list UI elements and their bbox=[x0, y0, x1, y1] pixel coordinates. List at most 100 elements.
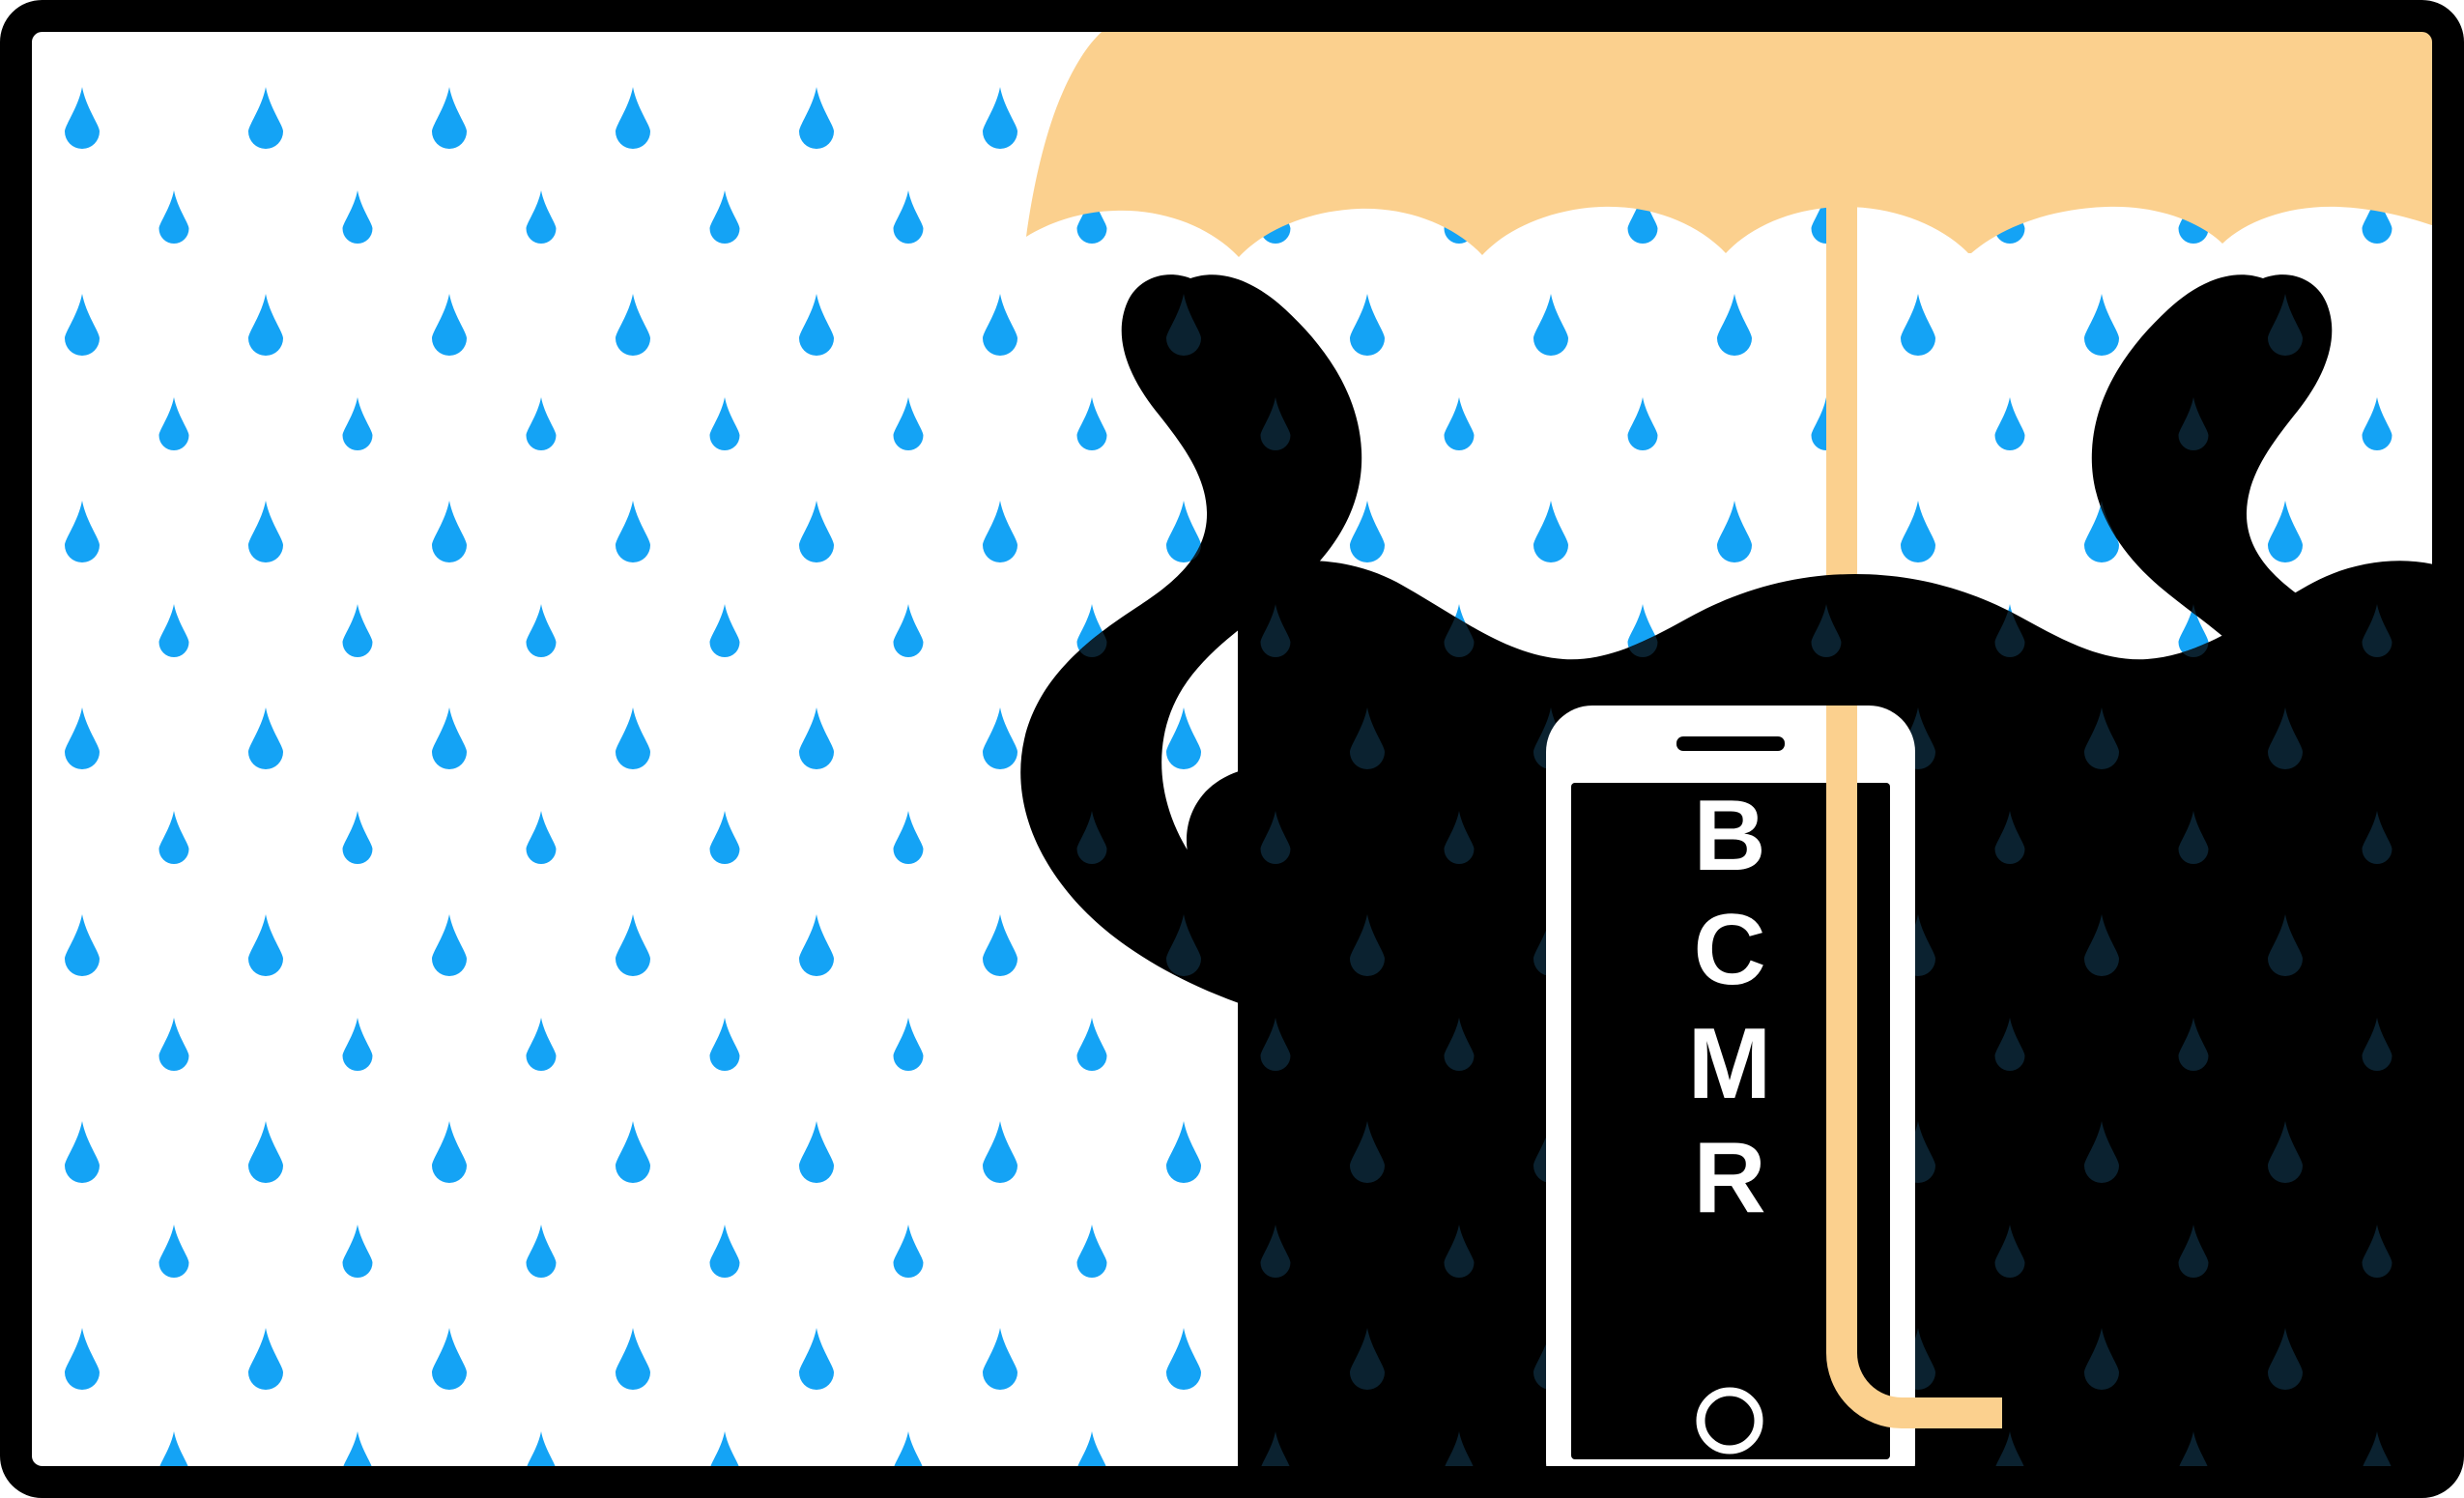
brand-letter: R bbox=[1693, 1122, 1765, 1234]
raindrop bbox=[526, 190, 557, 245]
raindrop bbox=[893, 190, 924, 245]
raindrop bbox=[248, 501, 283, 562]
phone-speaker-slot bbox=[1676, 736, 1785, 751]
raindrop bbox=[893, 1224, 924, 1279]
raindrop bbox=[893, 1431, 924, 1466]
raindrop bbox=[983, 914, 1017, 976]
phone-home-button[interactable] bbox=[1696, 1387, 1763, 1455]
raindrop bbox=[799, 501, 834, 562]
raindrop bbox=[432, 294, 467, 356]
raindrop-over-buffalo bbox=[1166, 914, 1201, 976]
raindrop bbox=[1166, 1121, 1201, 1183]
raindrop-over-buffalo bbox=[1350, 1121, 1385, 1183]
raindrop bbox=[983, 87, 1017, 149]
raindrop-over-buffalo bbox=[2362, 811, 2392, 865]
raindrop-over-buffalo bbox=[1260, 604, 1291, 657]
raindrop bbox=[432, 87, 467, 149]
raindrop bbox=[983, 707, 1017, 769]
raindrop-over-buffalo bbox=[1350, 914, 1385, 976]
raindrop bbox=[709, 1018, 740, 1072]
raindrop-over-buffalo bbox=[2362, 604, 2392, 658]
raindrop-over-buffalo bbox=[2362, 1224, 2392, 1279]
raindrop-over-buffalo bbox=[1350, 707, 1385, 769]
raindrop bbox=[65, 501, 100, 562]
raindrop bbox=[342, 604, 373, 658]
raindrop bbox=[342, 1431, 373, 1466]
raindrop bbox=[526, 397, 557, 451]
raindrop-over-buffalo bbox=[2084, 914, 2119, 976]
raindrop-over-buffalo bbox=[2268, 914, 2303, 976]
raindrop bbox=[432, 501, 467, 562]
raindrop bbox=[1444, 397, 1475, 451]
buffalo-ear-right bbox=[1999, 763, 2268, 1012]
raindrop-over-buffalo bbox=[1260, 1431, 1291, 1466]
raindrop bbox=[709, 397, 740, 451]
raindrop bbox=[799, 294, 834, 356]
raindrop-over-buffalo bbox=[1260, 1224, 1291, 1278]
raindrop-over-buffalo bbox=[1260, 1018, 1291, 1071]
raindrop bbox=[158, 397, 189, 451]
raindrop bbox=[893, 397, 924, 451]
raindrop bbox=[799, 914, 834, 976]
raindrop bbox=[983, 501, 1017, 562]
raindrop bbox=[709, 1431, 740, 1466]
raindrop bbox=[342, 811, 373, 865]
raindrop-over-buffalo bbox=[2178, 1431, 2209, 1466]
umbrella-handle-hook-front bbox=[1826, 1213, 2002, 1428]
raindrop bbox=[248, 1121, 283, 1183]
raindrop bbox=[616, 501, 650, 562]
raindrop bbox=[526, 811, 557, 865]
raindrop bbox=[248, 1328, 283, 1390]
raindrop-over-buffalo bbox=[1994, 1018, 2025, 1072]
brand-letter: M bbox=[1688, 1008, 1772, 1120]
raindrop bbox=[1901, 501, 1935, 562]
raindrop bbox=[1350, 294, 1385, 356]
raindrop bbox=[2084, 501, 2119, 562]
raindrop-over-buffalo bbox=[1444, 604, 1475, 658]
raindrop bbox=[1076, 1224, 1107, 1278]
raindrop bbox=[1166, 1328, 1201, 1390]
brand-letter: C bbox=[1693, 894, 1765, 1006]
raindrop bbox=[1166, 501, 1201, 562]
raindrop bbox=[342, 190, 373, 245]
raindrop bbox=[158, 1018, 189, 1072]
raindrop bbox=[1627, 190, 1658, 245]
raindrop bbox=[158, 1224, 189, 1279]
raindrop-over-buffalo bbox=[2084, 1328, 2119, 1390]
raindrop-over-buffalo bbox=[1260, 811, 1291, 864]
raindrop bbox=[526, 1018, 557, 1072]
umbrella-canopy bbox=[1026, 32, 2432, 257]
raindrop bbox=[983, 1121, 1017, 1183]
raindrop-over-buffalo bbox=[1350, 1328, 1385, 1390]
raindrop bbox=[616, 294, 650, 356]
raindrop bbox=[526, 604, 557, 658]
raindrop bbox=[2178, 604, 2209, 658]
buffalo-ear-left bbox=[1186, 763, 1454, 1012]
raindrop-over-buffalo bbox=[1994, 1431, 2025, 1466]
raindrop bbox=[1627, 397, 1658, 451]
raindrop-over-buffalo bbox=[1811, 604, 1842, 658]
phone-screen bbox=[1571, 783, 1890, 1459]
raindrop-over-buffalo bbox=[2178, 811, 2209, 865]
raindrop-over-buffalo bbox=[1444, 1224, 1475, 1279]
raindrop-over-buffalo bbox=[2268, 294, 2303, 356]
raindrop-over-buffalo bbox=[1994, 604, 2025, 658]
raindrop bbox=[1166, 707, 1201, 769]
raindrop bbox=[158, 811, 189, 865]
raindrop bbox=[432, 707, 467, 769]
raindrop-over-buffalo bbox=[2362, 1431, 2392, 1466]
raindrop bbox=[65, 294, 100, 356]
raindrop bbox=[248, 87, 283, 149]
raindrop bbox=[65, 707, 100, 769]
raindrop bbox=[893, 1018, 924, 1072]
raindrop bbox=[709, 811, 740, 865]
raindrop-over-buffalo bbox=[1444, 1431, 1475, 1466]
smartphone bbox=[1546, 706, 1915, 1466]
raindrop bbox=[1717, 294, 1752, 356]
raindrop bbox=[799, 707, 834, 769]
raindrop bbox=[158, 190, 189, 245]
raindrop bbox=[1076, 1018, 1107, 1071]
